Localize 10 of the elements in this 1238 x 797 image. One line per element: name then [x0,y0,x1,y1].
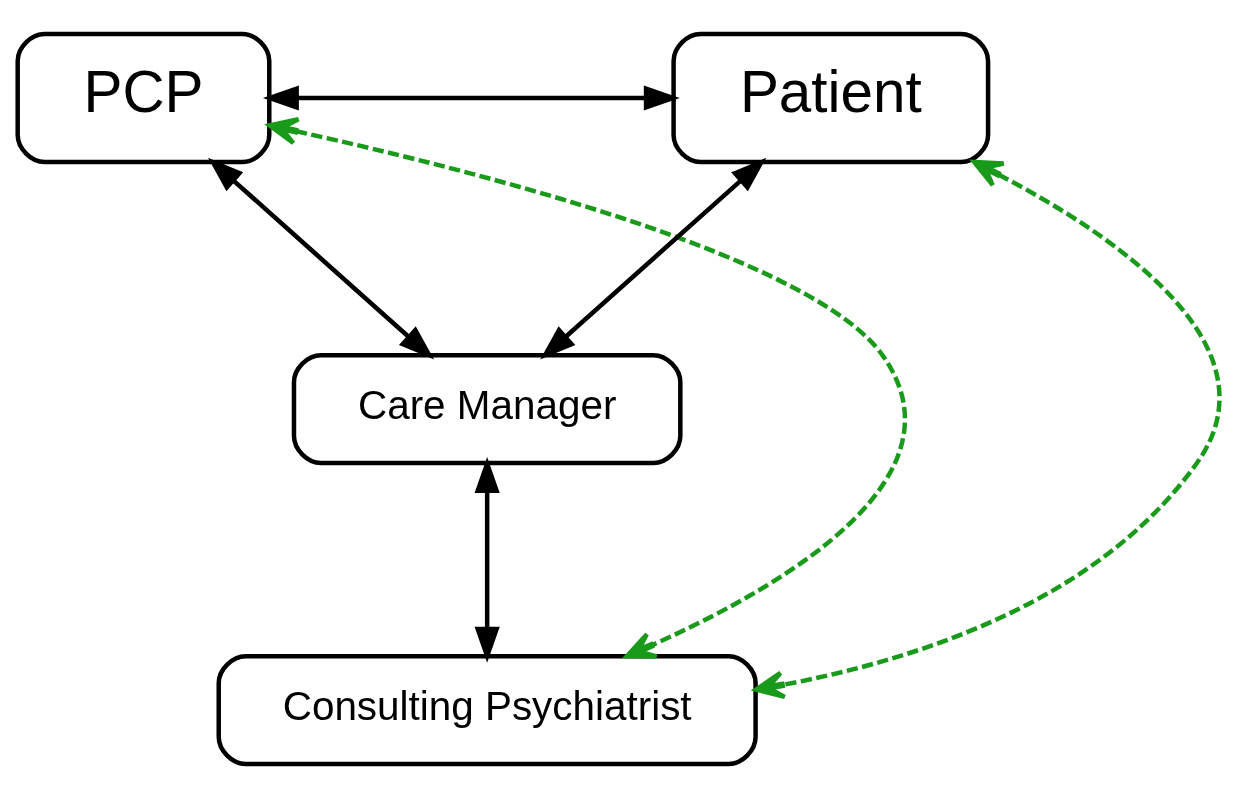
arrow [262,84,680,111]
arrow [474,456,500,663]
node-box: Consulting Psychiatrist [216,653,758,766]
arrow [267,116,907,659]
node-box: PCP [15,31,272,164]
node-box: Care Manager [291,352,683,465]
node-box: Patient [671,31,991,164]
arrow [540,157,767,360]
arrow [207,157,435,360]
arrow [753,159,1222,699]
